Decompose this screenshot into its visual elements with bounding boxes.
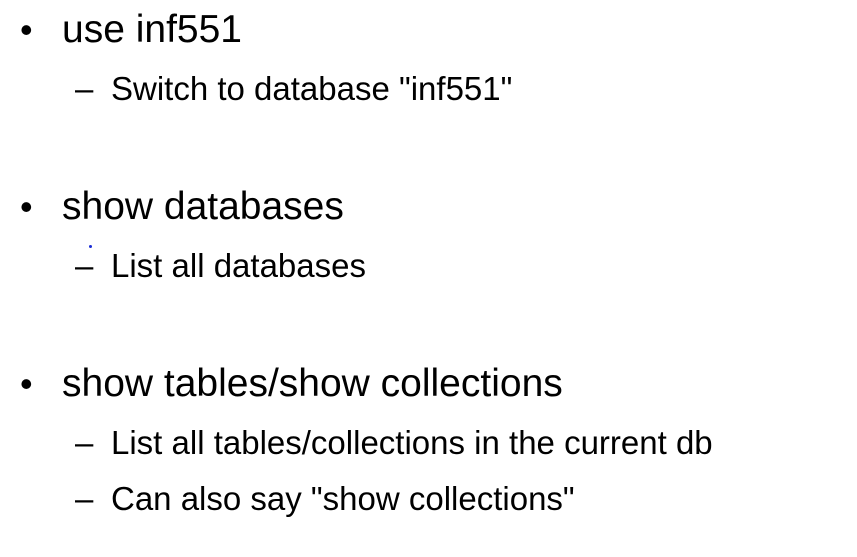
sub-bullet-item: – Switch to database "inf551" — [75, 72, 512, 105]
dash-marker: – — [75, 70, 94, 107]
sub-bullet-text: List all databases — [111, 247, 366, 284]
sub-bullet-item: – List all tables/collections in the cur… — [75, 426, 713, 459]
bullet-text: use inf551 — [62, 8, 242, 51]
dash-marker: – — [75, 480, 94, 517]
bullet-item-use-inf551: • use inf551 — [20, 10, 242, 49]
bullet-marker: • — [20, 9, 33, 50]
ink-speck — [89, 245, 92, 248]
bullet-marker: • — [20, 363, 33, 404]
sub-bullet-text: Switch to database "inf551" — [111, 70, 513, 107]
bullet-text: show tables/show collections — [62, 362, 563, 405]
bullet-item-show-tables: • show tables/show collections — [20, 364, 563, 403]
sub-bullet-text: List all tables/collections in the curre… — [111, 424, 713, 461]
sub-bullet-item: – List all databases — [75, 249, 366, 282]
dash-marker: – — [75, 247, 94, 284]
dash-marker: – — [75, 424, 94, 461]
bullet-marker: • — [20, 186, 33, 227]
sub-bullet-text: Can also say "show collections" — [111, 480, 575, 517]
bullet-item-show-databases: • show databases — [20, 187, 344, 226]
bullet-text: show databases — [62, 185, 344, 228]
sub-bullet-item: – Can also say "show collections" — [75, 482, 575, 515]
